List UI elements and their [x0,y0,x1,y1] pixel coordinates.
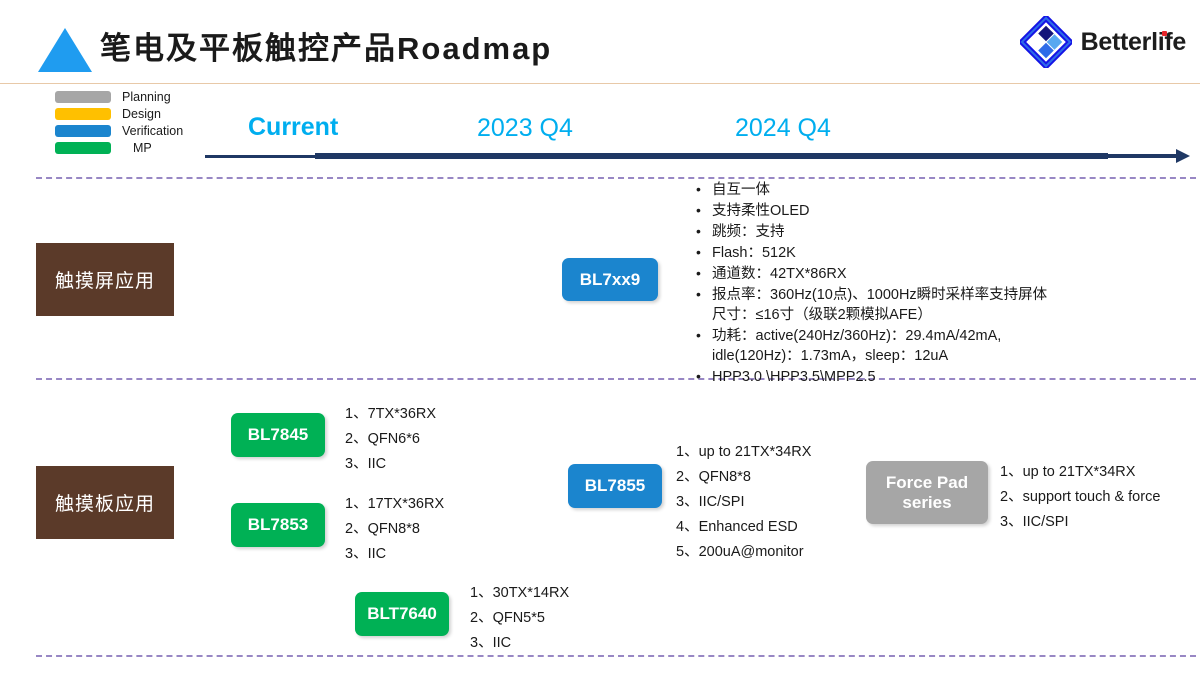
product-chip-blt7640[interactable]: BLT7640 [355,592,449,636]
bullet-text: HPP3.0 \HPP3.5\MPP2.5 [712,369,876,385]
legend-label-mp: MP [133,140,152,155]
legend-item-planning: Planning [55,88,183,105]
bullet-text: 支持柔性OLED [712,203,810,219]
product-chip-label-bl7853: BL7853 [247,515,309,535]
bullet-item: 通道数：42TX*86RX [694,263,1114,284]
bullet-item: 功耗：active(240Hz/360Hz)：29.4mA/42mA, idle… [694,325,1114,366]
spec-line: 2、QFN8*8 [676,469,751,485]
product-chip-bl7xx9[interactable]: BL7xx9 [562,258,658,301]
header-divider [0,83,1200,84]
divider-bottom [36,655,1196,657]
product-chip-label-force-pad-line1: Force Pad [885,472,969,492]
spec-line: 3、IIC [470,635,512,651]
bullet-item: Flash：512K [694,242,1114,263]
spec-list-bl7853: 1、17TX*36RX 2、QFN8*8 3、IIC [345,492,444,567]
spec-line: 1、30TX*14RX [470,585,570,601]
product-chip-bl7853[interactable]: BL7853 [231,503,325,547]
spec-list-blt7640: 1、30TX*14RX 2、QFN5*5 3、IIC [470,581,569,656]
page-title: 笔电及平板触控产品Roadmap [100,31,553,66]
legend-item-design: Design [55,105,183,122]
timeline-arrowhead-icon [1176,149,1190,163]
bullet-item: HPP3.0 \HPP3.5\MPP2.5 [694,366,1114,387]
spec-bullets-bl7xx9: 自互一体 支持柔性OLED 跳频：支持 Flash：512K 通道数：42TX*… [694,179,1114,388]
spec-line: 1、7TX*36RX [345,406,437,422]
timeline-label-current: Current [248,113,339,141]
brand-logo: Betterlife [1017,13,1187,71]
logo-accent-dot [1162,30,1167,36]
spec-line: 2、support touch & force [1000,489,1161,505]
product-chip-bl7855[interactable]: BL7855 [568,464,662,508]
status-legend: Planning Design Verification MP [55,88,183,156]
legend-item-verification: Verification [55,122,183,139]
timeline-line-segment-main [315,153,1108,159]
bullet-item: 跳频：支持 [694,221,1114,242]
spec-list-force-pad-series: 1、up to 21TX*34RX 2、support touch & forc… [1000,460,1160,535]
slide-header: 笔电及平板触控产品Roadmap Betterlife [0,0,1200,84]
product-chip-force-pad-series[interactable]: Force Pad series [866,461,988,524]
triangle-up-icon [38,28,92,72]
product-chip-bl7845[interactable]: BL7845 [231,413,325,457]
timeline-line-segment-end [1106,154,1178,158]
timeline-label-2023q4: 2023 Q4 [477,114,573,142]
timeline-line-segment-start [205,155,317,158]
bullet-item: 自互一体 [694,179,1114,200]
spec-line: 3、IIC [345,546,387,562]
category-box-touchpad: 触摸板应用 [36,466,174,539]
product-chip-label-blt7640: BLT7640 [367,604,437,624]
category-label-touchscreen: 触摸屏应用 [54,271,155,292]
spec-line: 1、up to 21TX*34RX [676,444,812,460]
spec-line: 3、IIC [345,456,387,472]
spec-line: 4、Enhanced ESD [676,519,798,535]
spec-line: 2、QFN6*6 [345,431,420,447]
diamond-logo-svg [1017,13,1074,71]
spec-line: 3、IIC/SPI [676,494,745,510]
legend-swatch-planning [55,90,111,103]
bullet-text: 跳频：支持 [712,224,785,240]
bullet-text: 自互一体 [712,182,770,198]
spec-line: 5、200uA@monitor [676,544,804,560]
bullet-text-line2: 尺寸：≤16寸（级联2颗模拟AFE） [712,307,932,323]
category-label-touchpad: 触摸板应用 [54,494,155,515]
divider-middle [36,378,1196,380]
bullet-text-line2: idle(120Hz)：1.73mA，sleep：12uA [712,348,949,364]
product-chip-label-bl7845: BL7845 [247,425,309,445]
category-box-touchscreen: 触摸屏应用 [36,243,174,316]
timeline-label-2024q4: 2024 Q4 [735,114,831,142]
legend-label-design: Design [122,106,161,121]
bullet-text: 功耗：active(240Hz/360Hz)：29.4mA/42mA, [712,328,1002,344]
spec-line: 2、QFN8*8 [345,521,420,537]
spec-line: 2、QFN5*5 [470,610,545,626]
legend-swatch-verification [55,124,111,137]
product-chip-label-bl7855: BL7855 [584,476,646,496]
bullet-item: 支持柔性OLED [694,200,1114,221]
bullet-item: 报点率：360Hz(10点)、1000Hz瞬时采样率支持屏体 尺寸：≤16寸（级… [694,284,1114,325]
bullet-text: Flash：512K [712,245,796,261]
spec-line: 3、IIC/SPI [1000,514,1069,530]
logo-wordmark-text: Betterlife [1080,27,1187,56]
spec-line: 1、up to 21TX*34RX [1000,464,1136,480]
legend-item-mp: MP [55,139,183,156]
spec-list-bl7845: 1、7TX*36RX 2、QFN6*6 3、IIC [345,402,436,477]
legend-label-planning: Planning [122,89,171,104]
spec-line: 1、17TX*36RX [345,496,445,512]
divider-top [36,177,1196,179]
bullet-text: 通道数：42TX*86RX [712,266,847,282]
spec-list-bl7855: 1、up to 21TX*34RX 2、QFN8*8 3、IIC/SPI 4、E… [676,440,811,565]
legend-label-verification: Verification [122,123,184,138]
betterlife-diamond-logo [1017,13,1074,71]
legend-swatch-design [55,107,111,120]
bullet-text: 报点率：360Hz(10点)、1000Hz瞬时采样率支持屏体 [712,287,1048,303]
logo-wordmark: Betterlife [1080,27,1187,57]
legend-swatch-mp [55,141,111,154]
product-chip-label-bl7xx9: BL7xx9 [579,269,641,289]
product-chip-label-force-pad-line2: series [902,492,952,512]
